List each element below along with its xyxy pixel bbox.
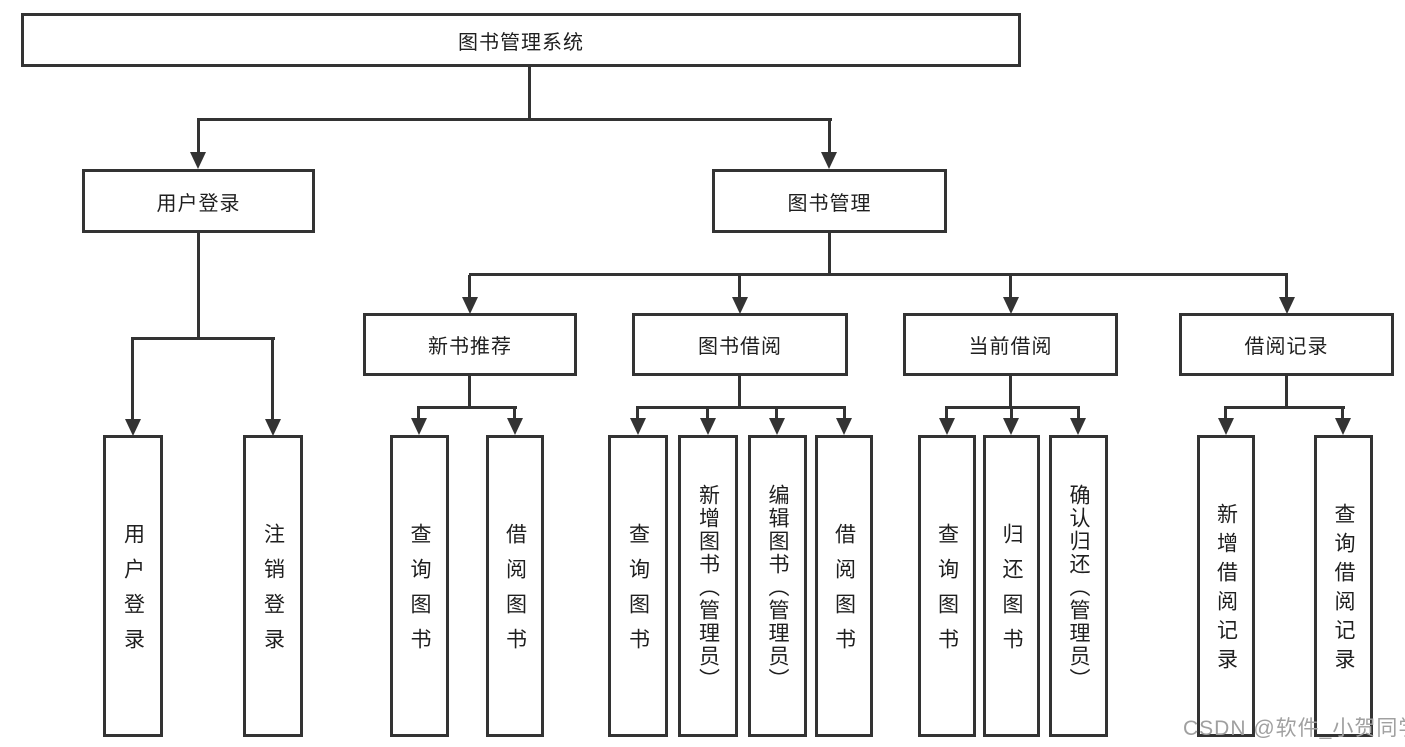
node-leaf-rec-borrow-book-label: 借阅图书 — [503, 523, 527, 663]
node-leaf-cb-confirm-return-admin: 确认归还（管理员） — [1049, 435, 1108, 737]
node-book-mgmt-label: 图书管理 — [787, 192, 872, 215]
arrowhead-b1 — [411, 418, 427, 435]
connector-drop-b2 — [513, 408, 516, 419]
node-leaf-bb-add-book-admin-label: 新增图书（管理员） — [696, 483, 720, 691]
node-root: 图书管理系统 — [21, 13, 1021, 67]
watermark: CSDN @软件_小贺同学 — [1183, 717, 1405, 740]
node-leaf-bb-add-book-admin: 新增图书（管理员） — [678, 435, 738, 737]
connector-drop-c4 — [843, 408, 846, 419]
node-leaf-cb-confirm-return-admin-label: 确认归还（管理员） — [1067, 483, 1090, 691]
arrowhead-user-login — [190, 152, 206, 169]
node-leaf-bb-edit-book-admin-label: 编辑图书（管理员） — [766, 483, 789, 691]
arrowhead-logout-action — [265, 419, 281, 436]
arrowhead-d3 — [1070, 418, 1086, 435]
node-leaf-br-add-record-label: 新增借阅记录 — [1214, 503, 1238, 677]
connector-book-borrow-stem — [738, 374, 741, 408]
connector-book-mgmt-stem — [828, 231, 831, 275]
connector-drop-current-borrow — [1009, 275, 1012, 297]
node-borrow-records: 借阅记录 — [1179, 313, 1394, 376]
node-book-borrow: 图书借阅 — [632, 313, 848, 376]
node-new-book-rec-label: 新书推荐 — [428, 336, 512, 358]
node-leaf-user-login: 用户登录 — [103, 435, 163, 737]
node-leaf-br-add-record: 新增借阅记录 — [1197, 435, 1255, 737]
node-leaf-rec-query-book-label: 查询图书 — [408, 523, 431, 663]
connector-drop-book-mgmt — [828, 120, 831, 153]
node-leaf-bb-borrow-book: 借阅图书 — [815, 435, 873, 737]
connector-user-login-stem — [197, 231, 200, 339]
node-root-label: 图书管理系统 — [458, 31, 584, 54]
node-leaf-logout: 注销登录 — [243, 435, 303, 737]
connector-drop-logout-action — [271, 339, 274, 420]
node-user-login-label: 用户登录 — [156, 192, 241, 215]
node-leaf-cb-query-book-label: 查询图书 — [935, 523, 959, 663]
node-borrow-records-label: 借阅记录 — [1244, 336, 1329, 358]
connector-new-book-rec-stem — [468, 374, 471, 408]
node-leaf-cb-return-book-label: 归还图书 — [1000, 523, 1023, 663]
arrowhead-e1 — [1218, 418, 1234, 435]
connector-drop-c3 — [775, 408, 778, 419]
arrowhead-c2 — [700, 418, 716, 435]
node-leaf-bb-query-book: 查询图书 — [608, 435, 668, 737]
node-leaf-rec-borrow-book: 借阅图书 — [486, 435, 544, 737]
connector-user-login-rail — [131, 337, 275, 340]
connector-drop-d1 — [945, 408, 948, 419]
arrowhead-c1 — [630, 418, 646, 435]
connector-borrow-records-rail — [1224, 406, 1345, 409]
connector-new-book-rec-rail — [417, 406, 517, 409]
arrowhead-borrow-records — [1279, 297, 1295, 314]
node-leaf-bb-query-book-label: 查询图书 — [626, 523, 650, 663]
connector-root-stem — [528, 66, 531, 120]
connector-current-borrow-rail — [945, 406, 1080, 409]
connector-drop-e1 — [1224, 408, 1227, 419]
arrowhead-c4 — [836, 418, 852, 435]
connector-drop-login-action — [131, 339, 134, 420]
connector-level3-rail — [469, 273, 1288, 276]
node-leaf-bb-edit-book-admin: 编辑图书（管理员） — [748, 435, 807, 737]
node-leaf-cb-return-book: 归还图书 — [983, 435, 1040, 737]
connector-level2-rail — [197, 118, 832, 121]
arrowhead-d1 — [939, 418, 955, 435]
arrowhead-c3 — [769, 418, 785, 435]
node-leaf-br-query-record-label: 查询借阅记录 — [1332, 503, 1355, 677]
connector-drop-e2 — [1341, 408, 1344, 419]
connector-drop-book-borrow — [738, 275, 741, 297]
node-book-borrow-label: 图书借阅 — [698, 336, 782, 358]
arrowhead-book-borrow — [732, 297, 748, 314]
connector-drop-new-book-rec — [468, 275, 471, 297]
connector-drop-d2 — [1010, 408, 1013, 419]
arrowhead-d2 — [1003, 418, 1019, 435]
node-leaf-rec-query-book: 查询图书 — [390, 435, 449, 737]
arrowhead-current-borrow — [1003, 297, 1019, 314]
node-book-mgmt: 图书管理 — [712, 169, 947, 233]
arrowhead-book-mgmt — [821, 152, 837, 169]
connector-current-borrow-stem — [1009, 374, 1012, 408]
node-new-book-rec: 新书推荐 — [363, 313, 577, 376]
node-leaf-user-login-label: 用户登录 — [121, 523, 145, 663]
node-leaf-bb-borrow-book-label: 借阅图书 — [832, 523, 856, 663]
connector-drop-borrow-records — [1285, 275, 1288, 297]
node-leaf-cb-query-book: 查询图书 — [918, 435, 976, 737]
connector-drop-b1 — [417, 408, 420, 419]
arrowhead-e2 — [1335, 418, 1351, 435]
node-user-login: 用户登录 — [82, 169, 315, 233]
connector-drop-c1 — [636, 408, 639, 419]
connector-borrow-records-stem — [1285, 374, 1288, 408]
connector-drop-d3 — [1077, 408, 1080, 419]
node-leaf-logout-label: 注销登录 — [261, 523, 285, 663]
node-current-borrow: 当前借阅 — [903, 313, 1118, 376]
connector-drop-user-login — [197, 120, 200, 153]
arrowhead-new-book-rec — [462, 297, 478, 314]
node-current-borrow-label: 当前借阅 — [968, 336, 1053, 358]
connector-book-borrow-rail — [636, 406, 846, 409]
connector-drop-c2 — [706, 408, 709, 419]
arrowhead-b2 — [507, 418, 523, 435]
node-leaf-br-query-record: 查询借阅记录 — [1314, 435, 1373, 737]
arrowhead-login-action — [125, 419, 141, 436]
